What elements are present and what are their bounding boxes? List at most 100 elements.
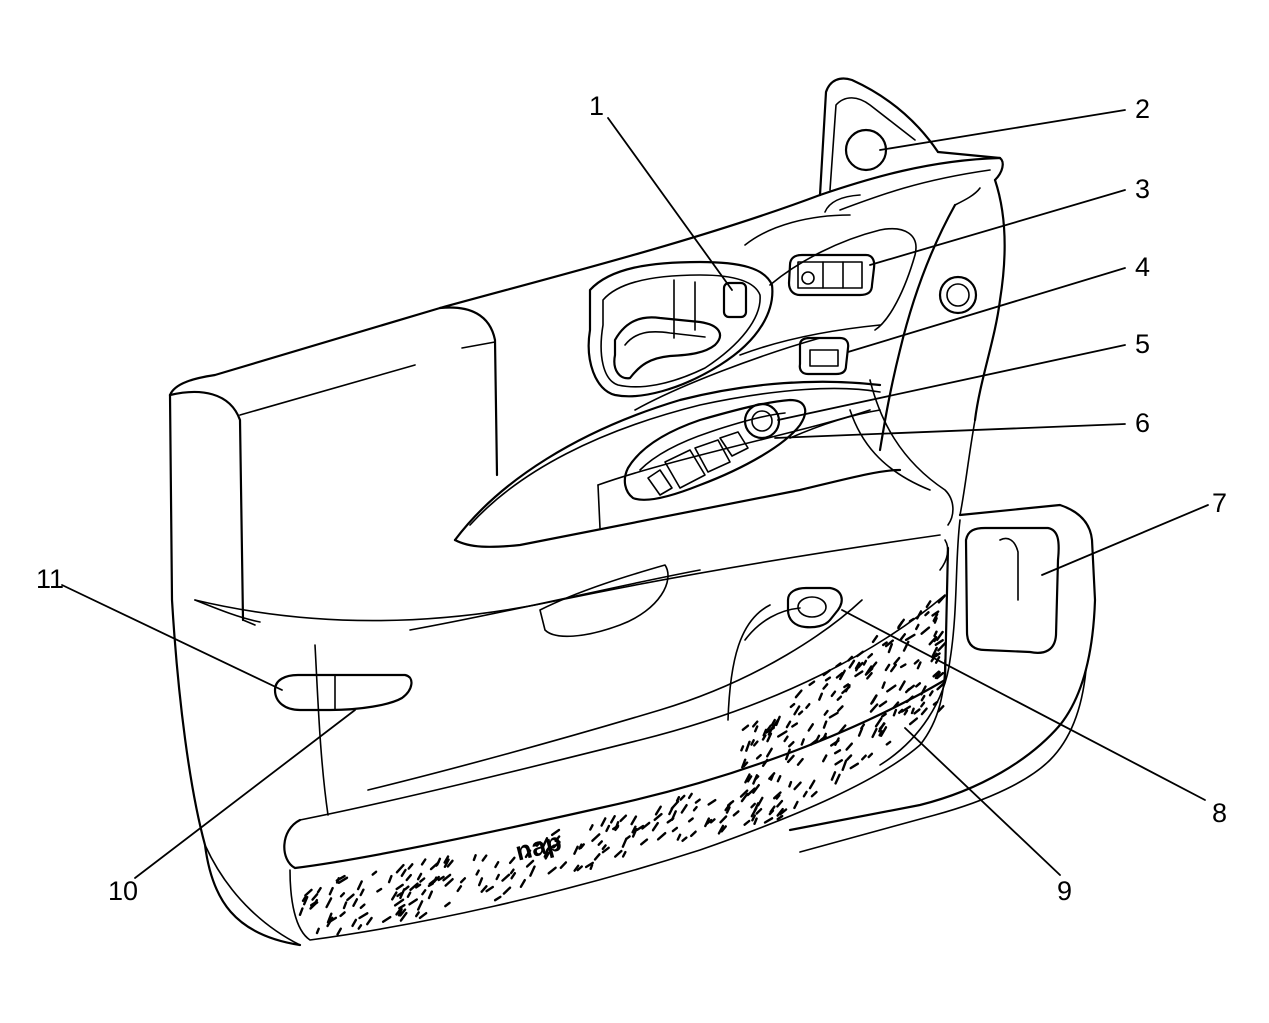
- carpet-dash: [845, 742, 853, 751]
- carpet-dash: [871, 635, 879, 644]
- carpet-dash: [761, 758, 769, 767]
- carpet-dash: [446, 859, 454, 868]
- carpet-dash: [837, 705, 844, 712]
- carpet-dash: [866, 672, 873, 680]
- carpet-dash: [771, 719, 779, 730]
- carpet-dash: [931, 646, 938, 659]
- carpet-dash: [707, 798, 717, 806]
- carpet-dash: [899, 633, 906, 641]
- carpet-dash: [725, 806, 731, 814]
- carpet-dash: [670, 810, 677, 821]
- carpet-dash: [419, 877, 426, 883]
- carpet-dash: [395, 907, 402, 916]
- carpet-dash: [303, 895, 309, 906]
- carpet-dash: [640, 838, 649, 846]
- carpet-dash: [783, 735, 789, 743]
- carpet-dash: [802, 790, 808, 798]
- carpet-dash: [844, 684, 851, 693]
- carpet-dash: [885, 740, 892, 746]
- carpet-dash: [818, 692, 823, 701]
- carpet-dash: [884, 639, 894, 648]
- carpet-dash: [805, 703, 811, 709]
- carpet-dash: [743, 819, 751, 826]
- carpet-dash: [834, 773, 841, 785]
- carpet-dash: [443, 858, 450, 868]
- carpet-dash: [544, 851, 551, 860]
- carpet-dash: [404, 885, 410, 891]
- carpet-dash: [398, 903, 406, 910]
- carpet-dash: [397, 908, 403, 917]
- carpet-dash: [631, 827, 638, 838]
- carpet-dash: [371, 870, 378, 876]
- carpet-dash: [550, 828, 561, 837]
- carpet-dash: [879, 726, 888, 737]
- carpet-dash: [776, 807, 784, 817]
- carpet-dash: [631, 825, 637, 834]
- carpet-dash: [393, 898, 405, 907]
- carpet-dash: [459, 877, 467, 884]
- carpet-dash: [552, 840, 561, 849]
- carpet-dash: [415, 911, 420, 918]
- carpet-dash: [745, 740, 751, 752]
- carpet-dash: [794, 689, 803, 699]
- carpet-dash: [808, 680, 816, 687]
- carpet-dash: [339, 892, 346, 898]
- carpet-dash: [346, 893, 355, 902]
- door-panel-outline: [168, 77, 1097, 947]
- carpet-dash: [937, 642, 947, 652]
- callout-10: 10: [108, 876, 138, 906]
- carpet-dash: [835, 672, 844, 679]
- carpet-dash: [810, 790, 818, 798]
- carpet-dash: [351, 918, 358, 928]
- carpet-dash: [529, 865, 536, 877]
- carpet-dash: [752, 784, 760, 794]
- carpet-dash: [838, 669, 846, 681]
- carpet-dash: [418, 912, 428, 920]
- carpet-dash: [559, 861, 568, 869]
- carpet-dash: [589, 824, 594, 831]
- carpet-dash: [865, 665, 873, 675]
- panel-stamp-text: nap: [512, 826, 564, 866]
- callout-11: 11: [36, 564, 64, 594]
- carpet-dash: [681, 836, 688, 842]
- carpet-dash: [709, 818, 716, 824]
- carpet-dash: [834, 759, 843, 766]
- carpet-dash: [769, 774, 775, 781]
- carpet-dash: [576, 865, 583, 872]
- carpet-dash: [848, 659, 856, 669]
- carpet-dash: [884, 663, 891, 672]
- carpet-dash: [761, 734, 767, 741]
- carpet-dash: [920, 701, 926, 708]
- carpet-dash: [719, 815, 728, 824]
- carpet-dash: [325, 897, 333, 909]
- callout-9: 9: [1057, 876, 1072, 906]
- carpet-dash: [744, 773, 751, 784]
- carpet-dash: [687, 792, 693, 800]
- carpet-dash: [641, 821, 651, 830]
- callout-4: 4: [1135, 252, 1150, 282]
- carpet-dash: [720, 825, 727, 833]
- carpet-dash: [807, 723, 814, 732]
- carpet-dash: [767, 727, 774, 736]
- carpet-dash: [406, 891, 412, 898]
- carpet-dash: [779, 808, 788, 816]
- carpet-dash: [753, 817, 758, 825]
- carpet-dash: [381, 915, 392, 923]
- carpet-dash: [336, 927, 342, 936]
- carpet-dash: [750, 802, 756, 809]
- carpet-texture: [298, 594, 947, 936]
- carpet-dash: [861, 754, 867, 761]
- callout-7: 7: [1212, 488, 1227, 518]
- carpet-dash: [920, 626, 931, 635]
- carpet-dash: [755, 808, 763, 815]
- carpet-dash: [547, 866, 557, 875]
- carpet-dash: [395, 883, 404, 891]
- carpet-dash: [854, 661, 861, 670]
- carpet-dash: [429, 862, 439, 871]
- carpet-dash: [830, 771, 837, 781]
- carpet-dash: [328, 886, 334, 896]
- carpet-dash: [443, 855, 450, 864]
- carpet-dash: [932, 670, 940, 678]
- carpet-dash: [785, 720, 792, 729]
